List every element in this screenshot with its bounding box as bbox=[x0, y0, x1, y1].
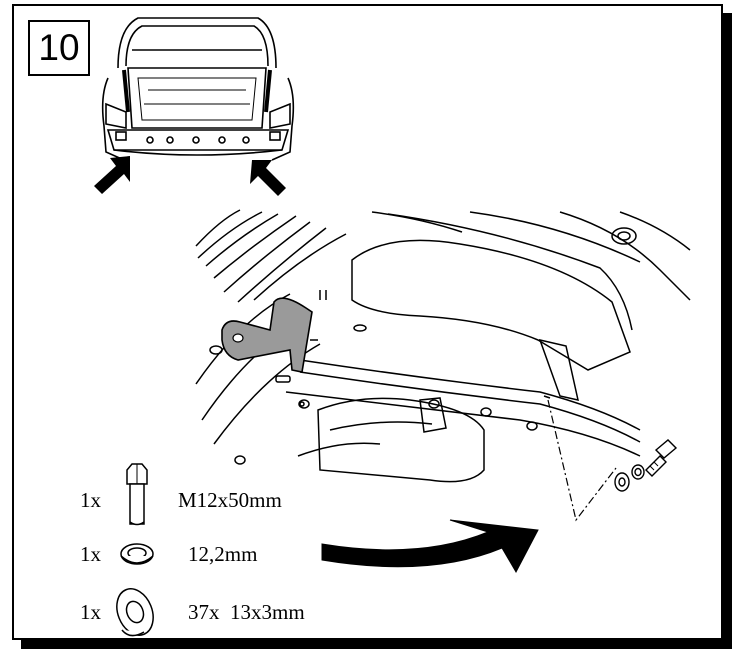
part-qty: 1x bbox=[80, 600, 101, 624]
right-arrow-icon bbox=[250, 160, 286, 196]
underbody-detail bbox=[195, 209, 691, 483]
exploded-hardware bbox=[614, 439, 678, 492]
part-spec: 12,2mm bbox=[188, 542, 258, 566]
left-arrow-icon bbox=[94, 156, 130, 194]
bolt-icon bbox=[126, 463, 148, 526]
step-number: 10 bbox=[38, 27, 80, 68]
part-qty: 1x bbox=[80, 488, 101, 512]
part-spec: 37x 13x3mm bbox=[188, 600, 305, 624]
step-number-box: 10 bbox=[28, 20, 90, 76]
assembly-guide-line bbox=[547, 399, 617, 522]
part-qty: 1x bbox=[80, 542, 101, 566]
location-arrows bbox=[94, 156, 286, 196]
flat-washer-icon bbox=[116, 588, 154, 637]
mounting-bracket bbox=[221, 297, 313, 373]
car-rear-overview bbox=[101, 17, 295, 161]
spring-washer-icon bbox=[120, 543, 154, 565]
part-spec: M12x50mm bbox=[178, 488, 282, 512]
curved-arrow-icon bbox=[321, 519, 539, 574]
